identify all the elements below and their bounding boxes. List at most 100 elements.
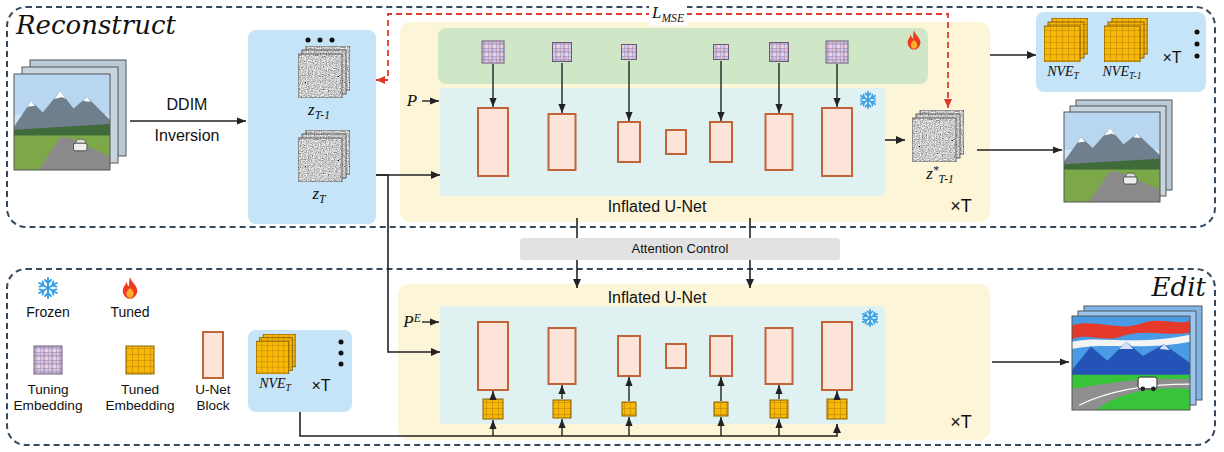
panel-title-holder: Edit	[1120, 272, 1206, 303]
tuned-embeddings	[483, 399, 503, 419]
input-video-frames	[22, 67, 118, 163]
attention-control-bar: Attention Control	[520, 238, 840, 260]
flow-connector	[376, 175, 440, 356]
embedding-arrows	[492, 420, 493, 436]
bar-label-holder: Attention Control	[520, 241, 840, 257]
connector-line	[376, 174, 440, 176]
edited-frames	[1072, 316, 1190, 410]
ellipsis-dots	[318, 38, 323, 43]
text-script: T-1	[939, 173, 954, 186]
unet-blocks	[478, 322, 508, 390]
arrowhead	[944, 99, 952, 108]
panel-title-holder: Reconstruct	[16, 10, 216, 41]
tuning-panel: ×T Inflated U-Net z*T-1	[400, 22, 990, 222]
reconstructed-frames	[1076, 100, 1172, 190]
noise-latent	[298, 46, 350, 98]
arrowhead	[573, 279, 581, 288]
ellipsis-dots	[1195, 30, 1200, 59]
connector-line	[300, 412, 837, 436]
tuning-embeddings	[714, 45, 729, 60]
connector-line	[885, 139, 905, 141]
latent-label-holder: zT-1	[275, 100, 363, 123]
unet-blocks	[710, 122, 732, 162]
unet-blocks	[766, 328, 793, 384]
tuned-icon	[908, 30, 921, 49]
module-title-holder: Inflated U-Net	[557, 288, 757, 307]
unet-blocks	[478, 108, 852, 176]
legend-label-holder: Tuned Embedding	[100, 382, 180, 415]
tuning-band	[438, 28, 928, 84]
unet-blocks	[618, 336, 640, 376]
flow-connector	[376, 171, 440, 179]
arrowhead	[431, 348, 440, 356]
arrowhead	[1027, 51, 1036, 59]
connector-line	[749, 218, 751, 238]
tuning-embeddings	[826, 41, 848, 63]
frozen-icon	[863, 310, 878, 327]
legend-icons	[34, 277, 223, 378]
module-title: Inflated U-Net	[608, 197, 707, 216]
module-title: Inflated U-Net	[608, 288, 707, 307]
embedding-arrows	[561, 385, 562, 399]
unet-background	[440, 306, 885, 424]
input-video-frames	[30, 60, 126, 156]
input-symbol-holder: PE	[400, 312, 424, 333]
flow-connector	[746, 260, 754, 288]
input-video-frames	[14, 74, 110, 170]
tuned-embeddings	[553, 400, 571, 418]
embedding-arrows	[493, 61, 837, 121]
step-count-holder: ×T	[938, 412, 984, 434]
reconstruct-panel: ReconstructzT-1zT×TInflated U-Netz*T-1NV…	[6, 6, 1216, 228]
output-arrow	[977, 149, 1062, 151]
edge-label-holder: LMSE	[618, 3, 718, 26]
arrow-label: Inversion	[155, 126, 220, 145]
arrow-label-holder: Inversion	[147, 126, 227, 145]
input-symbol: P	[407, 91, 417, 111]
embedding-label-holder: NVET	[1038, 64, 1088, 82]
loss-connector	[376, 14, 952, 108]
tuning-embeddings	[482, 41, 848, 63]
legend-label: Frozen	[26, 304, 70, 321]
panel-title: Edit	[1152, 272, 1206, 303]
flow-connector	[300, 412, 841, 436]
unet-blocks	[666, 130, 686, 154]
legend-icons	[39, 278, 56, 298]
step-count: ×T	[311, 376, 330, 395]
output-arrow	[992, 361, 1069, 363]
step-count: ×T	[950, 196, 972, 218]
panel-title: Reconstruct	[16, 10, 176, 41]
embedding-arrows	[778, 419, 779, 436]
connector-line	[376, 175, 440, 352]
step-count-holder: ×T	[938, 196, 984, 218]
ellipsis-dots	[330, 38, 335, 43]
legend-label-holder: U-Net Block	[185, 382, 241, 414]
edit-inner-panel: ×T Inflated U-Net	[398, 284, 990, 440]
embedding-arrows	[720, 377, 721, 401]
latent-label: z*T-1	[926, 164, 954, 187]
embedding-arrows	[492, 64, 493, 107]
connector-line	[749, 260, 751, 288]
ellipsis-dots	[1195, 30, 1200, 35]
embedding-arrows	[493, 377, 837, 436]
embedding-arrows	[561, 63, 562, 113]
tuned-embeddings	[483, 399, 847, 419]
legend-icons	[123, 277, 137, 299]
legend-label: Tuning Embedding	[8, 382, 88, 415]
legend-label-holder: Tuned	[95, 304, 165, 321]
connector-line	[990, 54, 1036, 56]
legend-icons	[34, 346, 62, 374]
embedding-arrows	[720, 61, 721, 121]
tuned-embeddings	[714, 402, 728, 416]
embedding-stack	[256, 334, 296, 374]
latent-label-holder: z*T-1	[905, 164, 975, 187]
legend-label: Tuned	[110, 304, 149, 321]
reconstructed-frames	[1070, 106, 1166, 196]
tuning-embeddings	[622, 45, 637, 60]
embedding-arrows	[628, 61, 629, 121]
input-video-frames	[14, 74, 110, 170]
flow-connector	[750, 218, 751, 238]
legend-label-holder: Frozen	[13, 304, 83, 321]
